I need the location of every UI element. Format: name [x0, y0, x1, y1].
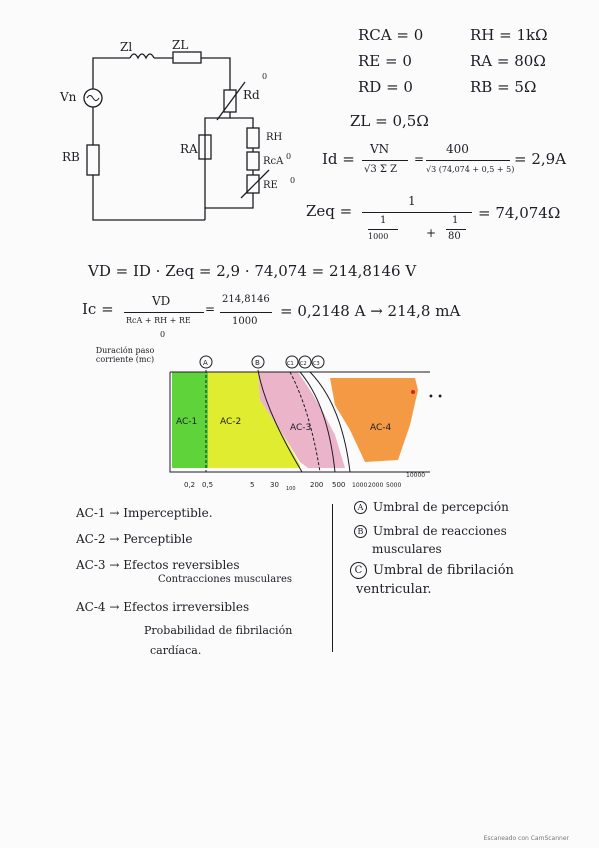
- legend-zone-ac3: AC-3 → Efectos reversibles: [76, 558, 240, 572]
- chart-side-marks: • •: [428, 392, 443, 403]
- svg-text:C3: C3: [313, 361, 320, 367]
- resistor-rb: [86, 144, 100, 176]
- threshold-c1-marker: C1: [285, 355, 299, 369]
- legend-zone-ac3-detail: Contracciones musculares: [158, 574, 293, 585]
- legend-zone-ac4-detail: Probabilidad de fibrilación: [144, 624, 293, 637]
- label-re-mark: 0: [290, 176, 296, 185]
- tick-1000: 1000: [352, 482, 367, 489]
- tick-500: 500: [332, 481, 345, 489]
- tick-5: 5: [250, 481, 254, 489]
- tick-100: 100: [286, 486, 296, 492]
- label-rd: Rd: [243, 88, 260, 102]
- threshold-a-marker: A: [199, 355, 213, 369]
- label-rb: RB: [62, 150, 80, 164]
- value-rh: RH = 1kΩ: [470, 26, 548, 44]
- legend-zone-ac1: AC-1 → Imperceptible.: [76, 506, 213, 520]
- zone-ac2-fill: [208, 372, 300, 468]
- svg-text:C1: C1: [287, 361, 294, 367]
- tick-5000: 5000: [386, 482, 401, 489]
- legend-zone-ac4: AC-4 → Efectos irreversibles: [76, 600, 250, 614]
- resistor-rca: [246, 151, 260, 171]
- zone-ac1: AC-1: [176, 417, 197, 427]
- tick-30: 30: [270, 481, 279, 489]
- resistor-ra: [198, 134, 212, 160]
- label-rd-mark: 0: [262, 72, 268, 81]
- zone-ac4: AC-4: [370, 423, 392, 433]
- svg-text:C2: C2: [300, 361, 307, 367]
- equation-vd: VD = ID · Zeq = 2,9 · 74,074 = 214,8146 …: [88, 262, 417, 280]
- value-rb: RB = 5Ω: [470, 78, 537, 96]
- scanner-footer: Escaneado con CamScanner: [483, 835, 569, 842]
- value-re: RE = 0: [358, 52, 412, 70]
- svg-text:A: A: [203, 359, 208, 367]
- zone-ac2: AC-2: [220, 417, 241, 427]
- legend-threshold-c-detail: ventricular.: [356, 582, 432, 597]
- legend-divider: [332, 504, 333, 652]
- inductor-zl: [129, 53, 155, 60]
- chart-y-label: Duración paso corriente (mc): [95, 346, 155, 364]
- legend-zone-ac4-detail2: cardíaca.: [150, 644, 202, 657]
- value-ra: RA = 80Ω: [470, 52, 546, 70]
- label-rca-mark: 0: [286, 152, 292, 161]
- resistor-rh: [246, 127, 260, 149]
- resistor-zl: [172, 51, 202, 64]
- value-zl: ZL = 0,5Ω: [350, 112, 429, 130]
- threshold-b-marker: B: [251, 355, 265, 369]
- value-rd: RD = 0: [358, 78, 413, 96]
- zone-ac3: AC-3: [290, 423, 311, 433]
- threshold-c2-marker: C2: [298, 355, 312, 369]
- label-rca: RcA: [263, 156, 284, 167]
- threshold-chart: A B C1 C2 C3 AC-1 AC-2 AC-3 AC-4 0,2 0,5…: [169, 355, 430, 492]
- label-rh: RH: [266, 132, 283, 143]
- label-vn: Vn: [60, 90, 77, 104]
- tick-2000: 2000: [368, 482, 383, 489]
- zone-ac3-fill: [258, 372, 345, 468]
- tick-0-5: 0,5: [202, 481, 213, 489]
- zone-ac4-fill: [330, 378, 418, 462]
- svg-text:B: B: [255, 359, 260, 367]
- legend-zone-ac2: AC-2 → Perceptible: [76, 532, 193, 546]
- legend-threshold-b-detail: musculares: [372, 542, 442, 556]
- label-re: RE: [263, 180, 278, 191]
- value-rca: RCA = 0: [358, 26, 424, 44]
- zone-ac1-fill: [172, 372, 208, 468]
- threshold-c3-marker: C3: [311, 355, 325, 369]
- tick-200: 200: [310, 481, 323, 489]
- label-zl2: ZL: [172, 38, 189, 52]
- circuit-diagram: [83, 51, 270, 221]
- tick-0-2: 0,2: [184, 481, 195, 489]
- label-zl1: Zl: [120, 40, 133, 54]
- tick-10000: 10000: [406, 472, 425, 479]
- label-ra: RA: [180, 142, 198, 156]
